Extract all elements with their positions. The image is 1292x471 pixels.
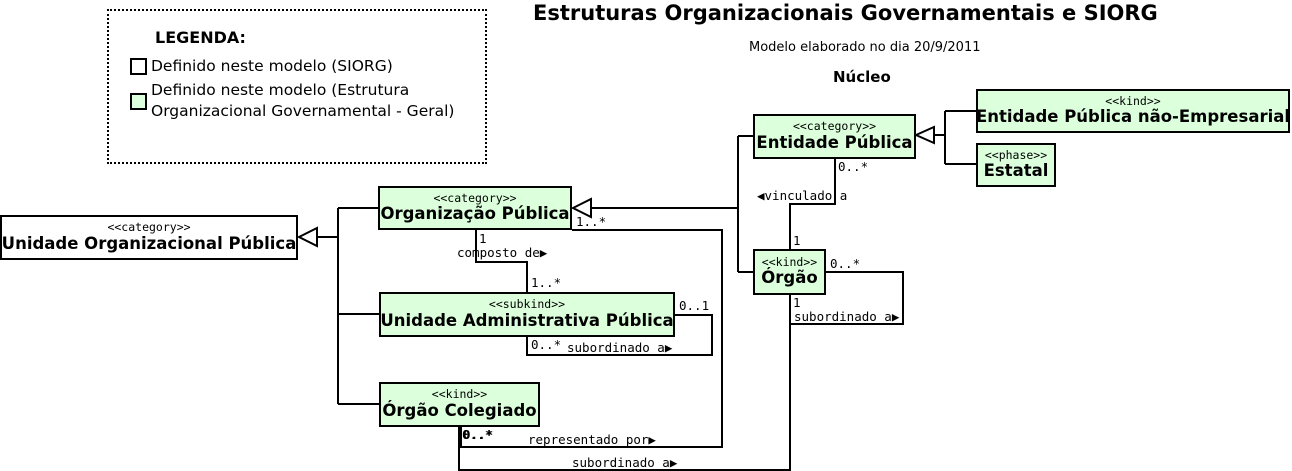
assoc-composto-de — [475, 230, 528, 292]
generalization-arrowhead-op — [570, 197, 592, 219]
stereotype-label: <<kind>> — [1105, 93, 1161, 108]
legend-item-geral-line2: Organizacional Governamental - Geral) — [151, 102, 455, 120]
assoc-label-representado-por: representado por▶ — [528, 432, 656, 447]
generalization-arrowhead-ep — [913, 125, 935, 145]
class-unidade-organizacional-publica[interactable]: <<category>> Unidade Organizacional Públ… — [0, 215, 298, 260]
mult-subordinado-uap-source: 0..* — [531, 337, 562, 352]
legend-swatch-geral — [130, 93, 147, 110]
assoc-subordinado-uap — [526, 314, 713, 356]
assoc-label-vinculado-a: ◀vinculado a — [757, 188, 848, 203]
stereotype-label: <<category>> — [792, 119, 877, 134]
mult-subordinado-orgao-source: 0..* — [830, 256, 861, 271]
legend-swatch-siorg — [130, 58, 147, 75]
legend-box: LEGENDA: Definido neste modelo (SIORG) D… — [107, 9, 487, 164]
class-name: Órgão — [761, 268, 818, 288]
assoc-label-subordinado-orgao: subordinado a▶ — [794, 309, 900, 324]
mult-subordinado-colegiado-source: 0..* — [462, 427, 493, 442]
generalization-tree-ep — [934, 110, 976, 165]
generalization-arrowhead-uop — [296, 226, 318, 248]
class-name: Unidade Administrativa Pública — [380, 310, 674, 330]
mult-representado-por-target: 1..* — [576, 214, 607, 229]
assoc-representado-por — [460, 229, 723, 448]
stereotype-label: <<kind>> — [431, 387, 488, 402]
mult-representado-por-source: 0..* — [463, 427, 494, 442]
mult-subordinado-uap-target: 0..1 — [679, 298, 710, 313]
class-name: Órgão Colegiado — [382, 400, 537, 420]
generalization-tree-uop — [317, 207, 380, 405]
stereotype-label: <<category>> — [107, 220, 191, 235]
stereotype-label: <<subkind>> — [488, 297, 566, 312]
class-name: Estatal — [983, 161, 1049, 181]
legend-item-siorg: Definido neste modelo (SIORG) — [151, 57, 393, 75]
generalization-tree-op — [591, 135, 753, 273]
mult-subordinado-orgao-target: 1 — [793, 295, 801, 310]
class-estatal[interactable]: <<phase>> Estatal — [976, 143, 1056, 187]
class-entidade-publica[interactable]: <<category>> Entidade Pública — [753, 114, 916, 159]
class-orgao[interactable]: <<kind>> Órgão — [753, 249, 826, 295]
class-unidade-administrativa-publica[interactable]: <<subkind>> Unidade Administrativa Públi… — [379, 292, 675, 337]
assoc-subordinado-orgao — [789, 271, 904, 325]
nucleo-label: Núcleo — [833, 68, 891, 86]
assoc-label-subordinado-uap: subordinado a▶ — [567, 340, 673, 355]
assoc-label-composto-de: composto de▶ — [457, 245, 548, 260]
mult-composto-de-target: 1..* — [531, 275, 562, 290]
stereotype-label: <<kind>> — [761, 254, 818, 269]
diagram-title: Estruturas Organizacionais Governamentai… — [533, 1, 1158, 25]
assoc-label-subordinado-colegiado: subordinado a▶ — [572, 455, 678, 470]
assoc-subordinado-colegiado — [458, 324, 791, 471]
class-name: Unidade Organizacional Pública — [1, 233, 297, 253]
class-name: Entidade Pública — [756, 132, 913, 152]
mult-vinculado-a-source: 0..* — [838, 159, 869, 174]
stereotype-label: <<category>> — [433, 190, 517, 205]
stereotype-label: <<phase>> — [984, 147, 1048, 162]
mult-vinculado-a-target: 1 — [793, 233, 801, 248]
class-name: Organização Pública — [380, 204, 570, 224]
mult-composto-de-source: 1 — [479, 231, 487, 246]
legend-item-geral-line1: Definido neste modelo (Estrutura — [151, 81, 410, 99]
class-entidade-publica-nao-empresarial[interactable]: <<kind>> Entidade Pública não-Empresaria… — [976, 89, 1290, 133]
assoc-vinculado-a — [789, 158, 836, 249]
class-orgao-colegiado[interactable]: <<kind>> Órgão Colegiado — [379, 382, 540, 427]
class-name: Entidade Pública não-Empresarial — [975, 107, 1291, 127]
diagram-subtitle: Modelo elaborado no dia 20/9/2011 — [749, 40, 981, 55]
class-organizacao-publica[interactable]: <<category>> Organização Pública — [378, 186, 572, 230]
legend-title: LEGENDA: — [155, 28, 246, 47]
